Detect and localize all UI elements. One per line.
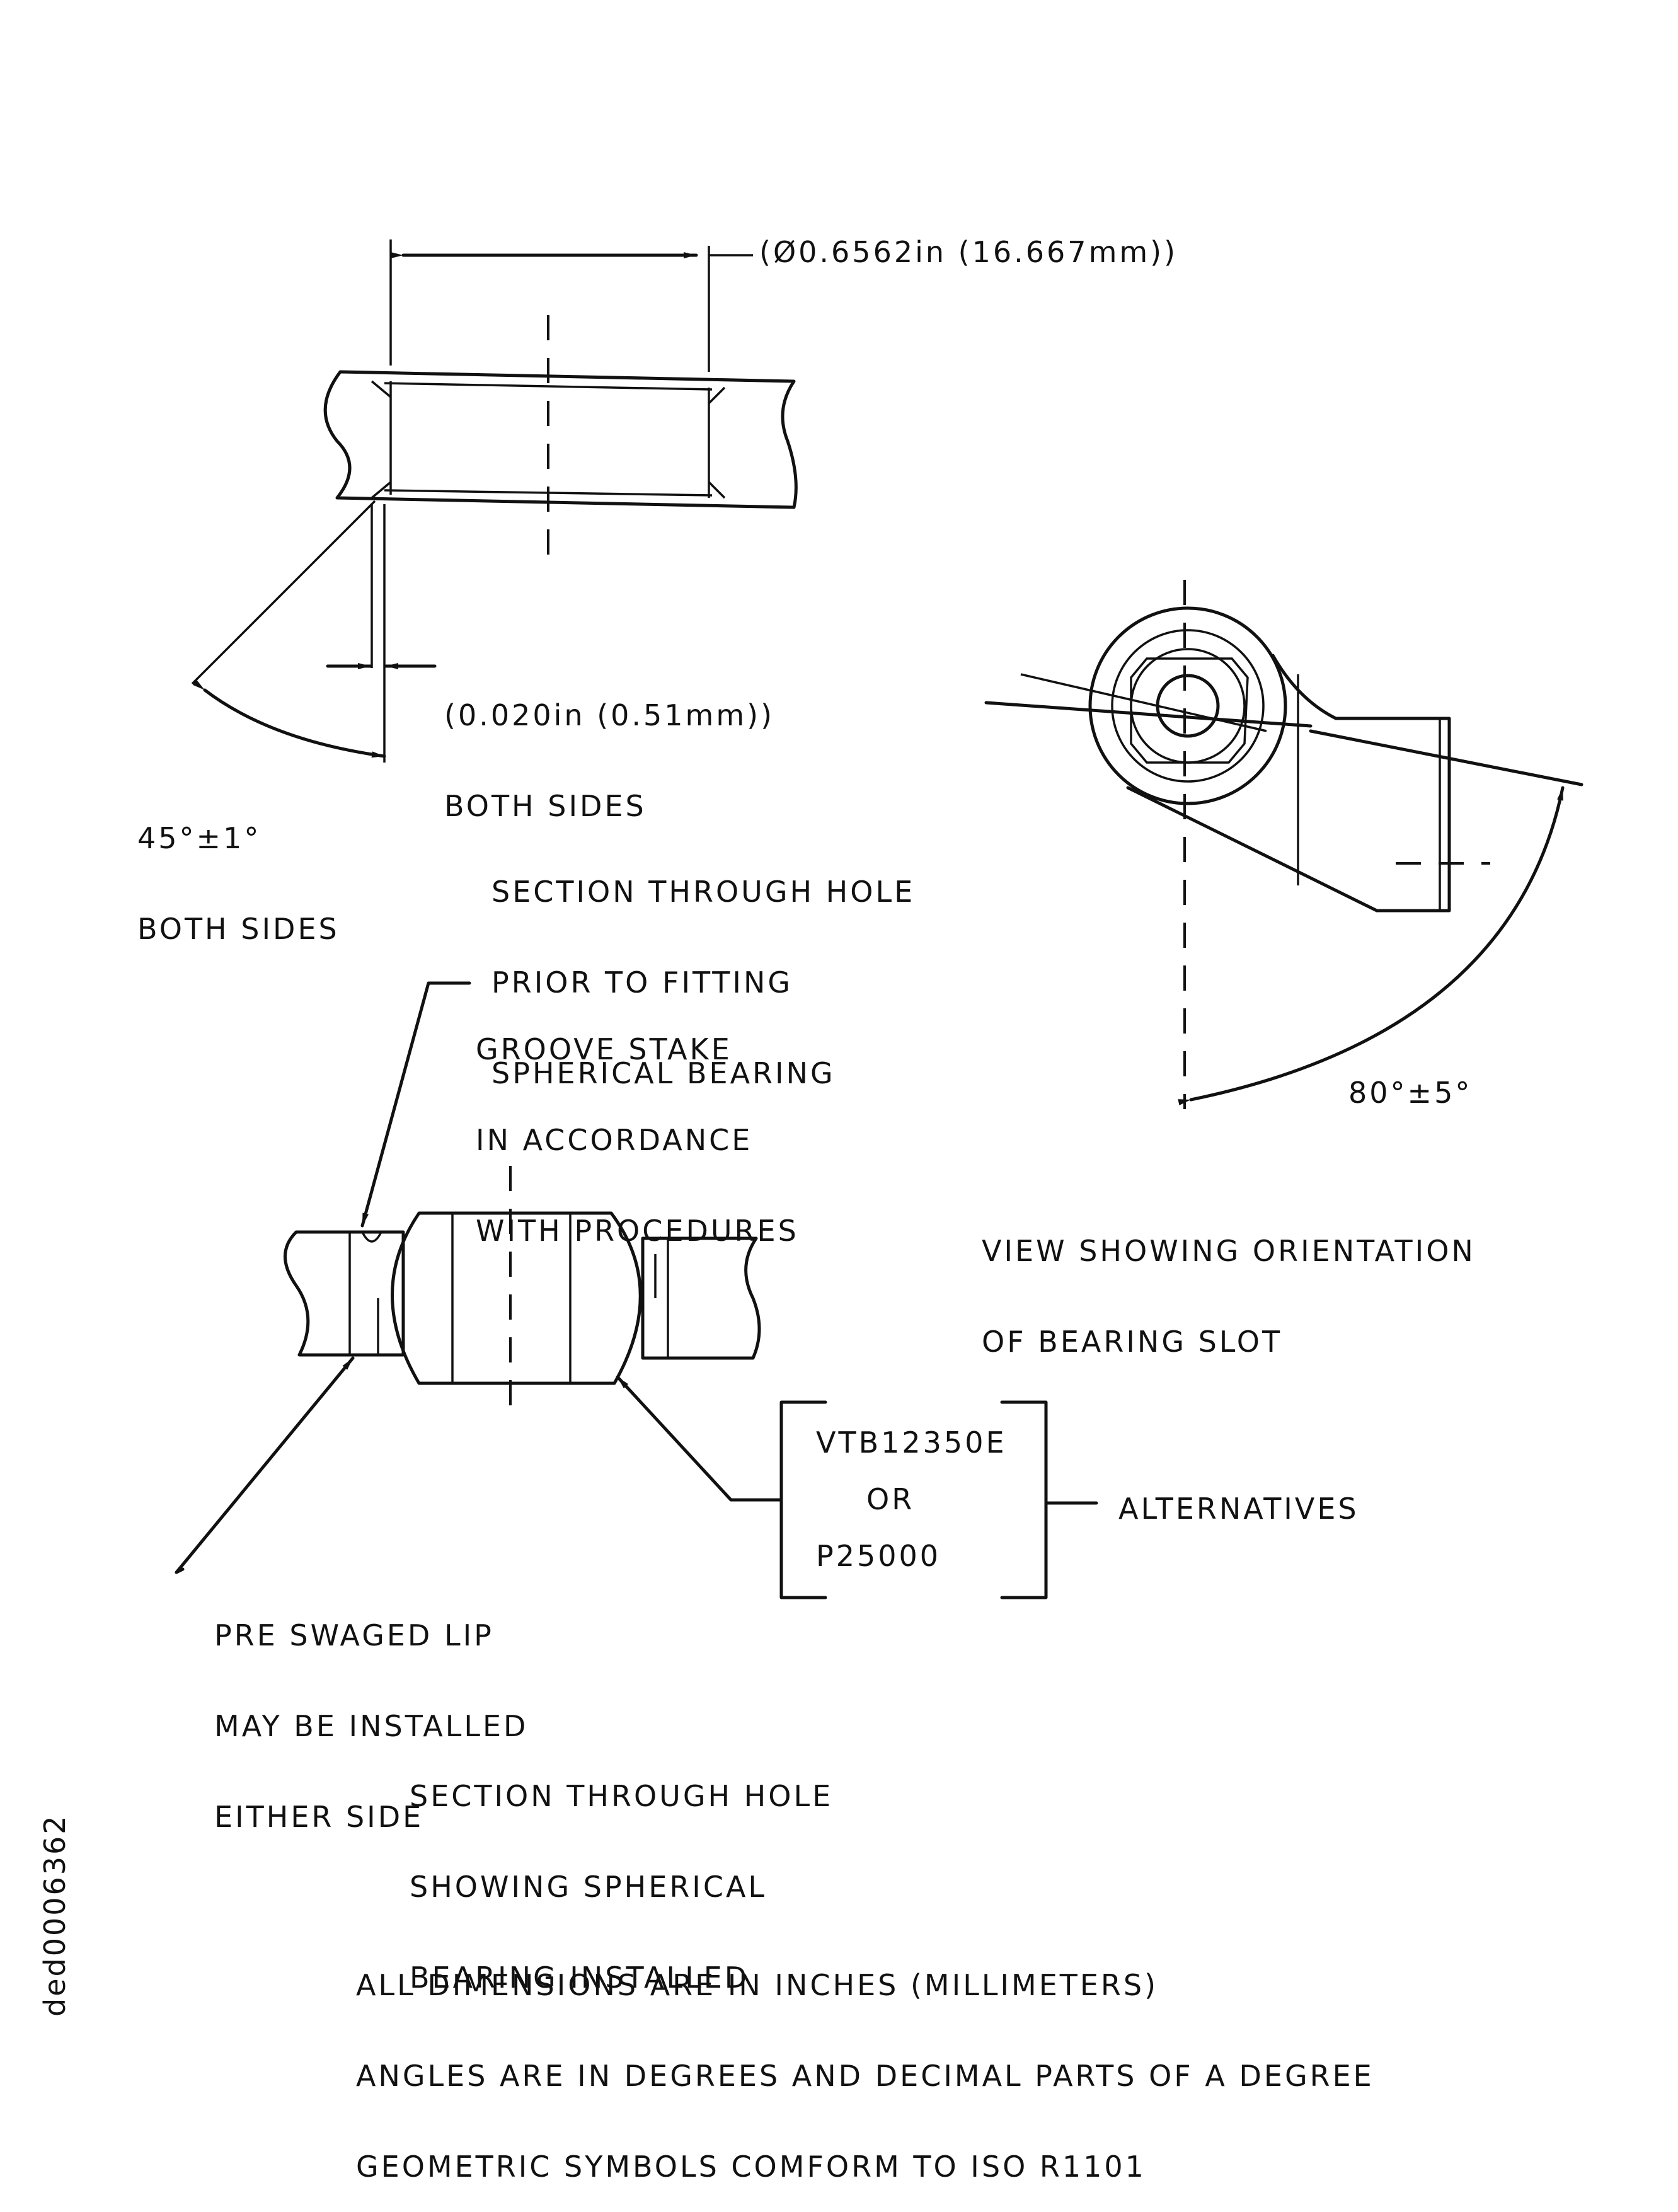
general-notes-line-3: GEOMETRIC SYMBOLS COMFORM TO ISO R1101: [356, 2150, 1146, 2184]
section1-caption: SECTION THROUGH HOLE PRIOR TO FITTING SP…: [491, 816, 915, 1119]
pre-swaged-lip-label: PRE SWAGED LIP MAY BE INSTALLED EITHER S…: [214, 1560, 528, 1862]
diameter-label: (Ø0.6562in (16.667mm)): [759, 235, 1178, 269]
part-number-1: VTB12350E: [816, 1426, 1007, 1460]
alternatives-label: ALTERNATIVES: [1118, 1492, 1359, 1526]
groove-stake-line-2: IN ACCORDANCE: [476, 1123, 753, 1157]
pre-swaged-lip-line-1: PRE SWAGED LIP: [214, 1618, 494, 1652]
view-caption-line-2: OF BEARING SLOT: [982, 1325, 1283, 1359]
drawing-id: ded0006362: [38, 1814, 72, 2017]
groove-stake-label: GROOVE STAKE IN ACCORDANCE WITH PROCEDUR…: [476, 974, 799, 1276]
technical-drawing: [175, 239, 1583, 1599]
section2-caption-line-3: BEARING INSTALLED: [410, 1961, 750, 1995]
pre-swaged-lip-line-2: MAY BE INSTALLED: [214, 1709, 529, 1743]
chamfer-width-line-1: (0.020in (0.51mm)): [444, 698, 775, 732]
groove-stake-line-3: WITH PROCEDURES: [476, 1214, 799, 1248]
angle80-label: 80°±5°: [1348, 1076, 1473, 1110]
pre-swaged-lip-line-3: EITHER SIDE: [214, 1800, 424, 1834]
angle45-line-2: BOTH SIDES: [137, 912, 340, 946]
view-caption-line-1: VIEW SHOWING ORIENTATION: [982, 1234, 1476, 1268]
section2-caption-line-2: SHOWING SPHERICAL: [410, 1870, 767, 1904]
part-or: OR: [866, 1482, 915, 1516]
section1-caption-line-1: SECTION THROUGH HOLE: [491, 875, 916, 909]
section1-caption-line-3: SPHERICAL BEARING: [491, 1056, 836, 1090]
section-bearing-installed: [175, 981, 1098, 1599]
groove-stake-line-1: GROOVE STAKE: [476, 1032, 732, 1066]
general-notes: ALL DIMENSIONS ARE IN INCHES (MILLIMETER…: [356, 1910, 1374, 2212]
part-number-2: P25000: [816, 1539, 941, 1573]
general-notes-line-1: ALL DIMENSIONS ARE IN INCHES (MILLIMETER…: [356, 1968, 1159, 2002]
orientation-view: [984, 580, 1583, 1109]
chamfer-width-label: (0.020in (0.51mm)) BOTH SIDES: [444, 640, 774, 851]
section2-caption: SECTION THROUGH HOLE SHOWING SPHERICAL B…: [410, 1720, 833, 2023]
view-caption: VIEW SHOWING ORIENTATION OF BEARING SLOT: [982, 1175, 1476, 1387]
section2-caption-line-1: SECTION THROUGH HOLE: [410, 1779, 834, 1813]
general-notes-line-2: ANGLES ARE IN DEGREES AND DECIMAL PARTS …: [356, 2059, 1374, 2093]
section1-caption-line-2: PRIOR TO FITTING: [491, 965, 793, 999]
chamfer-width-line-2: BOTH SIDES: [444, 789, 646, 823]
angle45-label: 45°±1° BOTH SIDES: [137, 763, 340, 974]
section-prior-to-fitting: [191, 239, 798, 763]
angle45-line-1: 45°±1°: [137, 821, 261, 855]
